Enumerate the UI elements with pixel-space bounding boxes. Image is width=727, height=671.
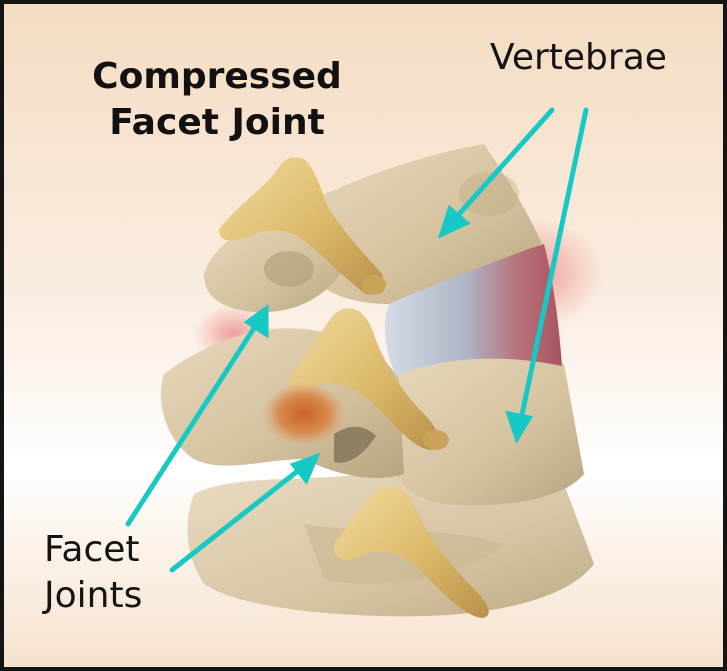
diagram-stage: Compressed Facet Joint Vertebrae Facet J… [4, 4, 723, 667]
facet-joints-label: Facet Joints [44, 527, 142, 619]
diagram-title: Compressed Facet Joint [62, 54, 372, 146]
process-tip [423, 430, 449, 450]
bone-shading [264, 251, 314, 287]
facet-label-line-2: Joints [44, 573, 142, 619]
vertebrae-label: Vertebrae [490, 35, 667, 81]
facet-label-line-1: Facet [44, 527, 142, 573]
title-line-2: Facet Joint [62, 100, 372, 146]
process-tip [362, 275, 386, 295]
title-line-1: Compressed [62, 54, 372, 100]
inflamed-facet-joint [262, 382, 346, 446]
